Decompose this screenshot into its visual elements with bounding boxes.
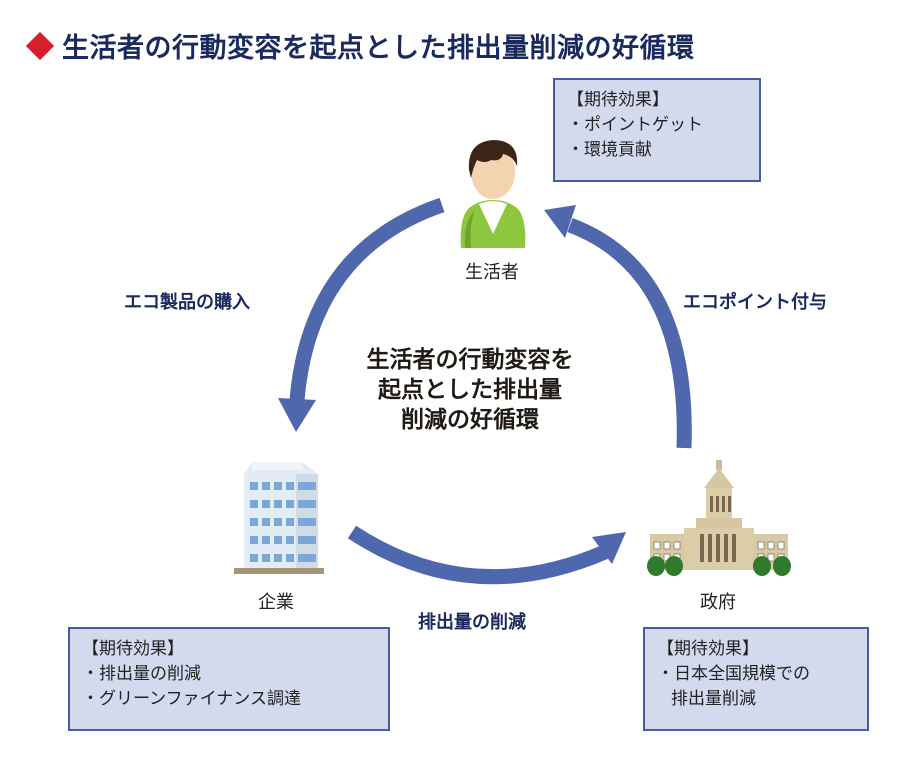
center-caption-line: 生活者の行動変容を	[366, 347, 574, 373]
effects-item: ・環境貢献	[567, 140, 652, 160]
flow-label-eco-points: エコポイント付与	[683, 292, 827, 313]
center-caption-line: 起点とした排出量	[378, 377, 562, 403]
arrow-company-to-government	[347, 525, 626, 585]
government-building-icon	[647, 460, 791, 576]
effects-item: ・日本全国規模での	[657, 664, 810, 684]
center-caption: 生活者の行動変容を 起点とした排出量 削減の好循環	[330, 345, 610, 435]
arrow-consumer-to-company	[278, 197, 445, 432]
page-title: 生活者の行動変容を起点とした排出量削減の好循環	[62, 33, 695, 64]
effects-item-continuation: 排出量削減	[671, 689, 756, 709]
effects-item: ・グリーンファイナンス調達	[82, 689, 301, 709]
center-caption-line: 削減の好循環	[401, 407, 539, 433]
person-icon	[460, 140, 526, 248]
company-label: 企業	[258, 592, 294, 613]
consumer-label: 生活者	[465, 262, 519, 283]
effects-heading: 【期待効果】	[567, 90, 669, 110]
office-building-icon	[234, 462, 324, 574]
effects-heading: 【期待効果】	[82, 639, 184, 659]
flow-label-emission-reduction: 排出量の削減	[418, 612, 526, 633]
arrow-government-to-consumer	[544, 205, 692, 449]
government-label: 政府	[700, 592, 736, 613]
consumer-effects-box: 【期待効果】 ・ポイントゲット ・環境貢献	[553, 78, 761, 182]
header: 生活者の行動変容を起点とした排出量削減の好循環	[25, 26, 695, 65]
government-effects-box: 【期待効果】 ・日本全国規模での 排出量削減	[643, 627, 869, 731]
company-effects-box: 【期待効果】 ・排出量の削減 ・グリーンファイナンス調達	[68, 627, 390, 731]
effects-heading: 【期待効果】	[657, 639, 759, 659]
flow-label-eco-purchase: エコ製品の購入	[124, 292, 250, 313]
effects-item: ・ポイントゲット	[567, 115, 703, 135]
effects-item: ・排出量の削減	[82, 664, 201, 684]
